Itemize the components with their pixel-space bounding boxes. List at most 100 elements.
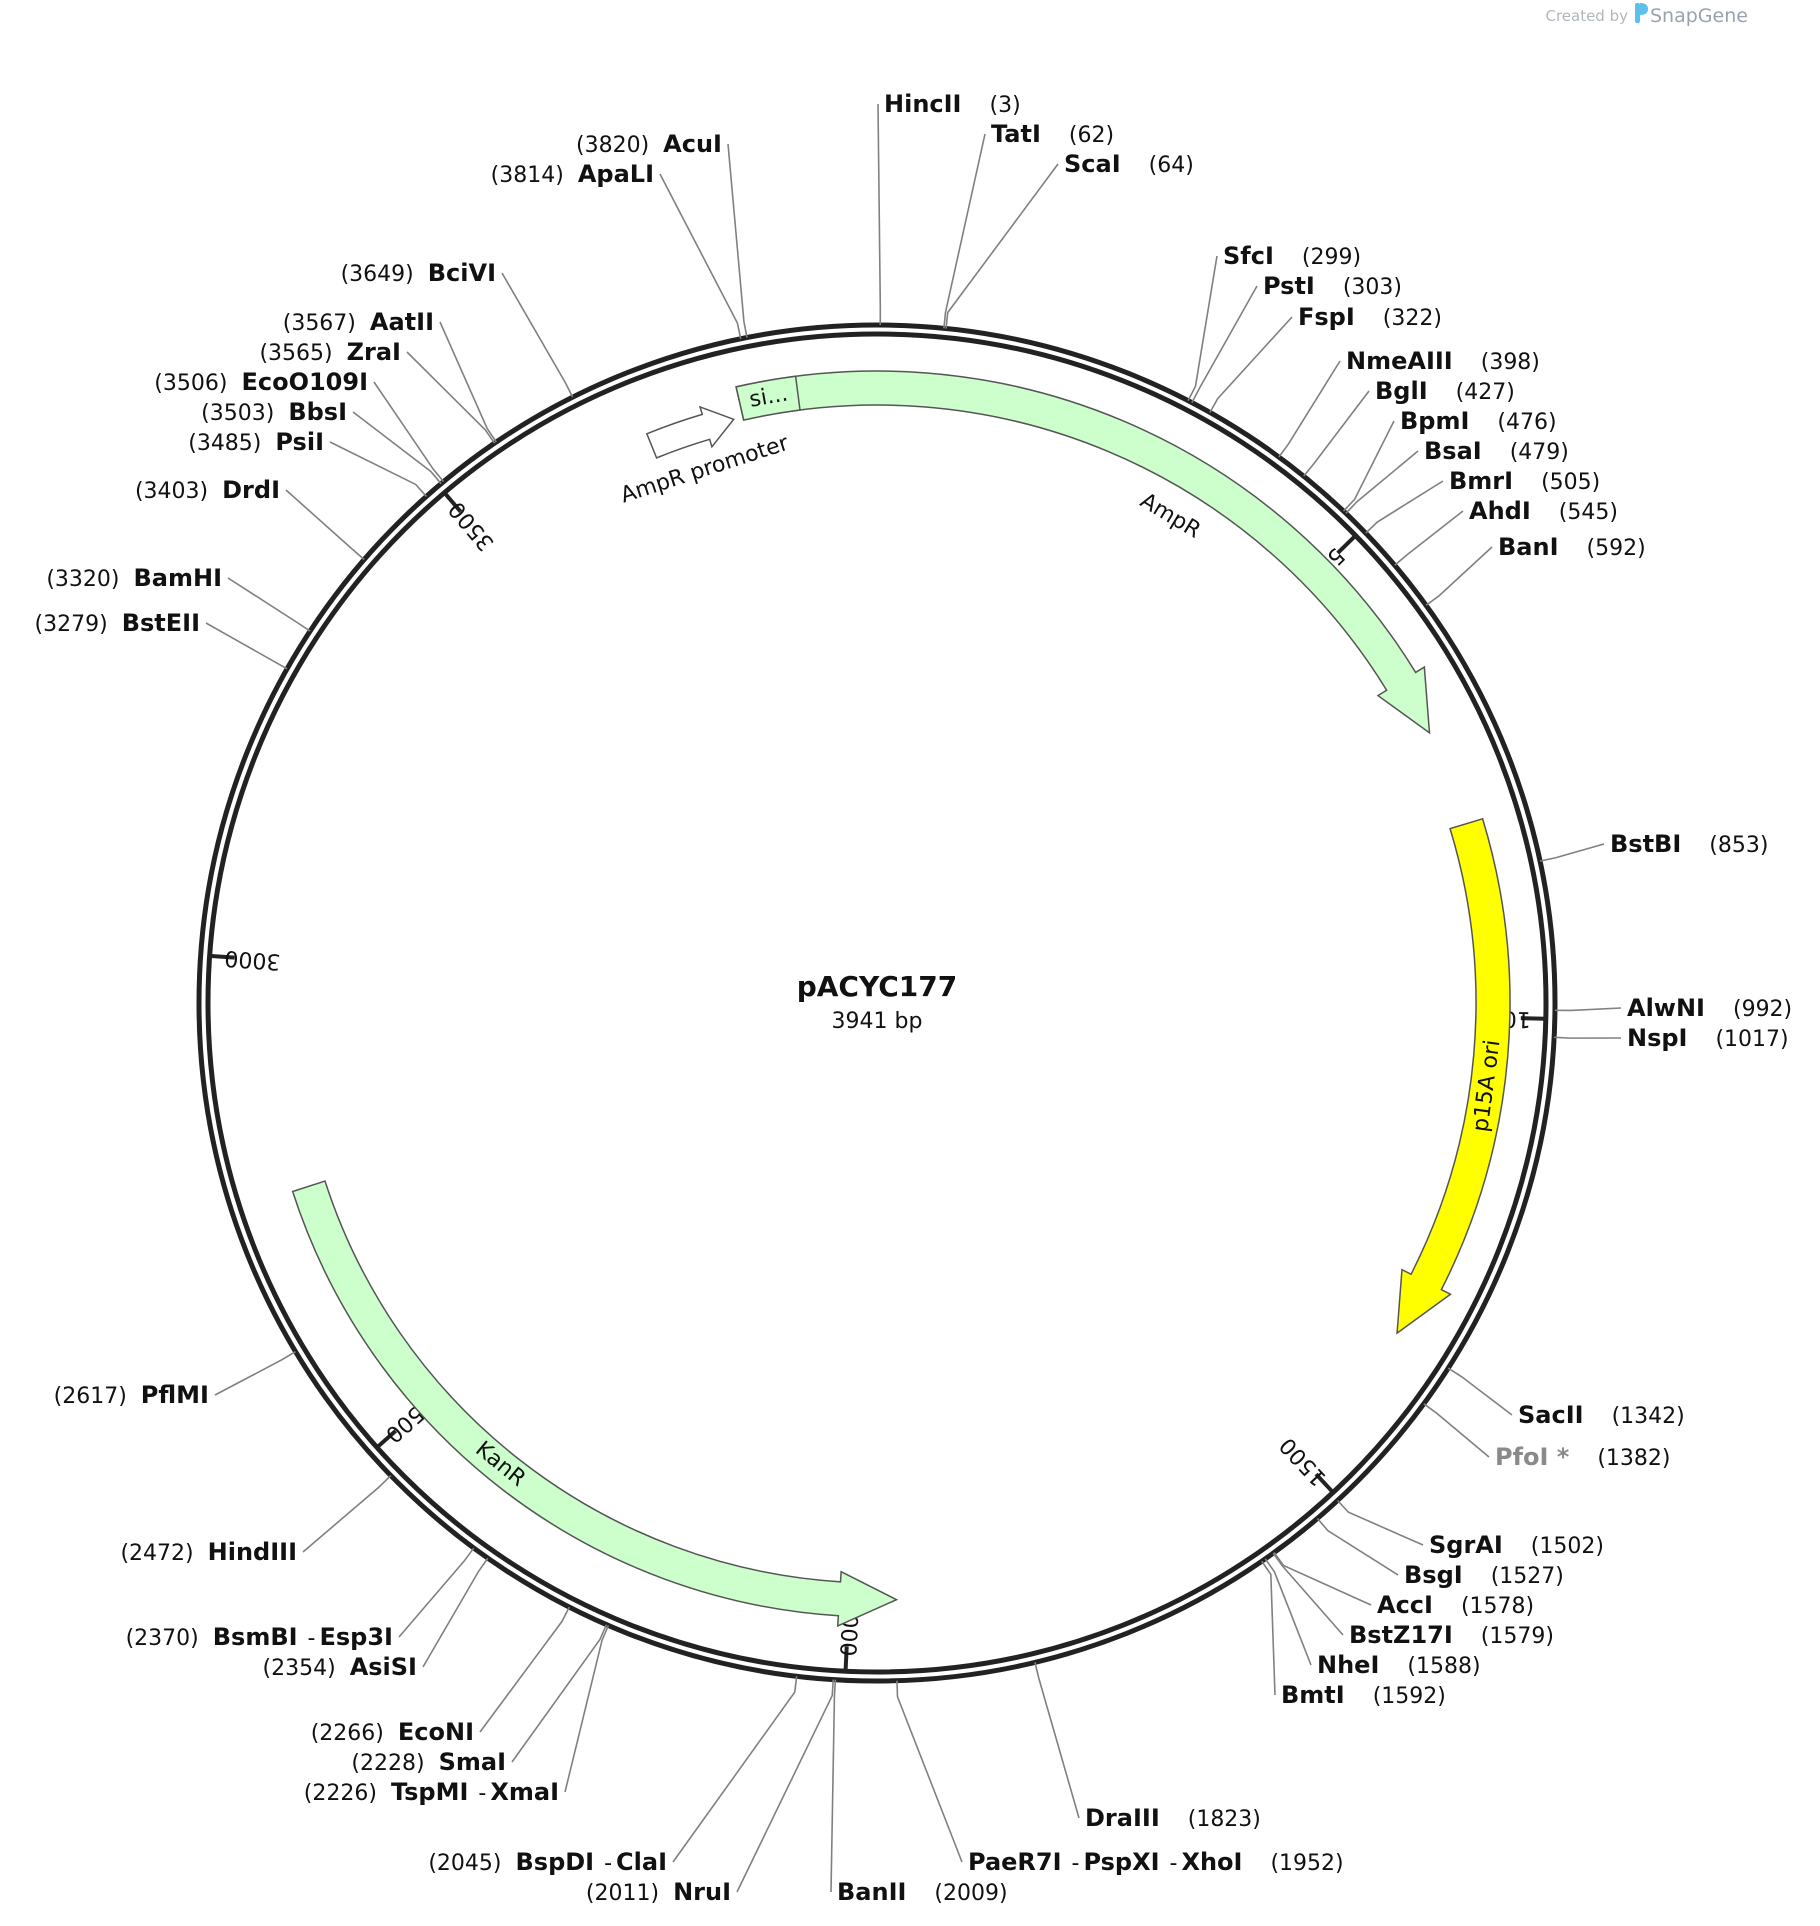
site-smai[interactable]: SmaI(2228) bbox=[351, 1624, 608, 1776]
enzyme-name: ApaLI bbox=[578, 160, 654, 188]
site-leader bbox=[736, 1679, 835, 1893]
site-bsai[interactable]: BsaI(479) bbox=[1345, 437, 1569, 514]
site-fspi[interactable]: FspI(322) bbox=[1209, 303, 1442, 413]
enzyme-name: BbsI bbox=[288, 398, 347, 426]
site-bcivi[interactable]: BciVI(3649) bbox=[341, 259, 574, 398]
tick-3500 bbox=[442, 491, 463, 514]
site-bstz17i[interactable]: BstZ17I(1579) bbox=[1272, 1552, 1554, 1649]
site-position: (2266) bbox=[311, 1721, 384, 1746]
site-position: (992) bbox=[1733, 997, 1792, 1022]
site-banii[interactable]: BanII(2009) bbox=[830, 1679, 1008, 1906]
site-position: (2472) bbox=[120, 1541, 193, 1566]
site-bsteii[interactable]: BstEII (3279) bbox=[35, 609, 288, 670]
site-bpmi[interactable]: BpmI(476) bbox=[1342, 407, 1557, 512]
site-scai[interactable]: ScaI(64) bbox=[945, 150, 1194, 329]
enzyme-name: PaeR7I bbox=[968, 1848, 1062, 1876]
site-tspmi-xmai[interactable]: XmaI-TspMI(2226) bbox=[304, 1625, 610, 1806]
tick-1000 bbox=[1520, 1016, 1546, 1021]
site-ecoo109i[interactable]: EcoO109I(3506) bbox=[154, 368, 445, 483]
enzyme-name: XmaI bbox=[490, 1778, 559, 1806]
site-position: (64) bbox=[1149, 153, 1194, 178]
site-apali[interactable]: ApaLI(3814) bbox=[491, 160, 742, 340]
site-leader bbox=[1191, 285, 1258, 403]
site-bbsi[interactable]: BbsI(3503) bbox=[201, 398, 442, 485]
site-asisi[interactable]: AsiSI (2354) bbox=[263, 1557, 489, 1681]
enzyme-name: AsiSI bbox=[350, 1653, 417, 1681]
enzyme-name: NspI bbox=[1627, 1024, 1687, 1052]
site-leader bbox=[1316, 1517, 1399, 1576]
site-position: (2354) bbox=[263, 1656, 336, 1681]
site-sacii[interactable]: SacII(1342) bbox=[1447, 1367, 1685, 1429]
enzyme-name: BanI bbox=[1498, 533, 1559, 561]
site-leader bbox=[302, 1475, 392, 1553]
site-position: (2370) bbox=[126, 1626, 199, 1651]
tick-500 bbox=[1336, 534, 1357, 555]
site-tati[interactable]: TatI(62) bbox=[943, 120, 1114, 329]
enzyme-name: BstEII bbox=[122, 609, 200, 637]
site-bani[interactable]: BanI(592) bbox=[1425, 533, 1646, 606]
site-leader bbox=[1272, 1552, 1344, 1636]
site-leader bbox=[479, 1606, 570, 1733]
site-position: (299) bbox=[1302, 245, 1361, 270]
site-position: (1579) bbox=[1481, 1624, 1554, 1649]
site-bmri[interactable]: BmrI(505) bbox=[1365, 467, 1600, 534]
site-sgrai[interactable]: SgrAI(1502) bbox=[1337, 1499, 1604, 1559]
site-position: (3279) bbox=[35, 612, 108, 637]
site-bgli[interactable]: BglI(427) bbox=[1303, 377, 1515, 477]
site-hincii[interactable]: HincII(3) bbox=[877, 90, 1021, 326]
enzyme-name: DrdI bbox=[222, 476, 280, 504]
site-leader bbox=[1337, 1499, 1424, 1546]
enzyme-name: SacII bbox=[1518, 1401, 1584, 1429]
site-leader bbox=[1303, 390, 1370, 477]
site-draiii[interactable]: DraIII(1823) bbox=[1034, 1662, 1261, 1832]
site-position: (1382) bbox=[1597, 1446, 1670, 1471]
site-position: (1592) bbox=[1373, 1684, 1446, 1709]
enzyme-name: PflMI bbox=[141, 1381, 209, 1409]
site-psti[interactable]: PstI(303) bbox=[1191, 272, 1402, 403]
enzyme-name: NheI bbox=[1317, 1651, 1379, 1679]
site-acci[interactable]: AccI(1578) bbox=[1273, 1552, 1534, 1619]
enzyme-name: BmrI bbox=[1449, 467, 1513, 495]
site-bsmbi-esp3i[interactable]: Esp3I-BsmBI(2370) bbox=[126, 1547, 475, 1651]
tick-label: 3000 bbox=[224, 945, 282, 974]
site-alwni[interactable]: AlwNI(992) bbox=[1554, 994, 1792, 1022]
feature-p15a-ori bbox=[1396, 817, 1511, 1335]
enzyme-separator: - bbox=[604, 1851, 612, 1876]
site-zrai[interactable]: ZraI(3565) bbox=[259, 338, 496, 444]
enzyme-name: XhoI bbox=[1181, 1848, 1242, 1876]
site-sfci[interactable]: SfcI(299) bbox=[1187, 242, 1361, 401]
site-position: (1578) bbox=[1461, 1594, 1534, 1619]
enzyme-name: ZraI bbox=[347, 338, 401, 366]
site-ahdi[interactable]: AhdI(545) bbox=[1394, 497, 1618, 566]
site-acui[interactable]: AcuI(3820) bbox=[576, 130, 748, 338]
site-nhei[interactable]: NheI(1588) bbox=[1264, 1558, 1481, 1679]
site-paer7i-pspxi-xhoi[interactable]: PaeR7I-PspXI-XhoI(1952) bbox=[896, 1680, 1344, 1876]
site-bamhi[interactable]: BamHI(3320) bbox=[46, 564, 311, 632]
site-econi[interactable]: EcoNI(2266) bbox=[311, 1606, 570, 1746]
site-leader bbox=[1394, 510, 1464, 566]
site-nspi[interactable]: NspI(1017) bbox=[1554, 1024, 1789, 1052]
site-bspdi-clai[interactable]: ClaI-BspDI(2045) bbox=[428, 1676, 798, 1876]
site-position: (1823) bbox=[1188, 1807, 1261, 1832]
site-leader bbox=[1365, 480, 1444, 534]
enzyme-name: TspMI bbox=[391, 1778, 468, 1806]
site-leader bbox=[373, 381, 445, 483]
site-drdi[interactable]: DrdI(3403) bbox=[135, 476, 365, 561]
site-leader bbox=[1425, 546, 1493, 606]
site-psii[interactable]: PsiI(3485) bbox=[188, 428, 427, 497]
site-pfoi[interactable]: PfoI *(1382) bbox=[1423, 1403, 1671, 1471]
enzyme-name: TatI bbox=[991, 120, 1041, 148]
site-bsgi[interactable]: BsgI(1527) bbox=[1316, 1517, 1564, 1589]
site-pflmi[interactable]: PflMI(2617) bbox=[54, 1350, 296, 1409]
enzyme-name: HindIII bbox=[208, 1538, 297, 1566]
site-position: (398) bbox=[1481, 350, 1540, 375]
enzyme-name: PstI bbox=[1263, 272, 1315, 300]
site-bmti[interactable]: BmtI(1592) bbox=[1261, 1560, 1446, 1709]
site-position: (2045) bbox=[428, 1851, 501, 1876]
site-aatii[interactable]: AatII(3567) bbox=[283, 308, 497, 443]
site-hindiii[interactable]: HindIII (2472) bbox=[120, 1475, 392, 1566]
site-nmeaiii[interactable]: NmeAIII(398) bbox=[1278, 347, 1540, 458]
site-nrui[interactable]: NruI(2011) bbox=[586, 1679, 835, 1906]
site-position: (2228) bbox=[351, 1751, 424, 1776]
site-bstbi[interactable]: BstBI(853) bbox=[1539, 830, 1768, 862]
